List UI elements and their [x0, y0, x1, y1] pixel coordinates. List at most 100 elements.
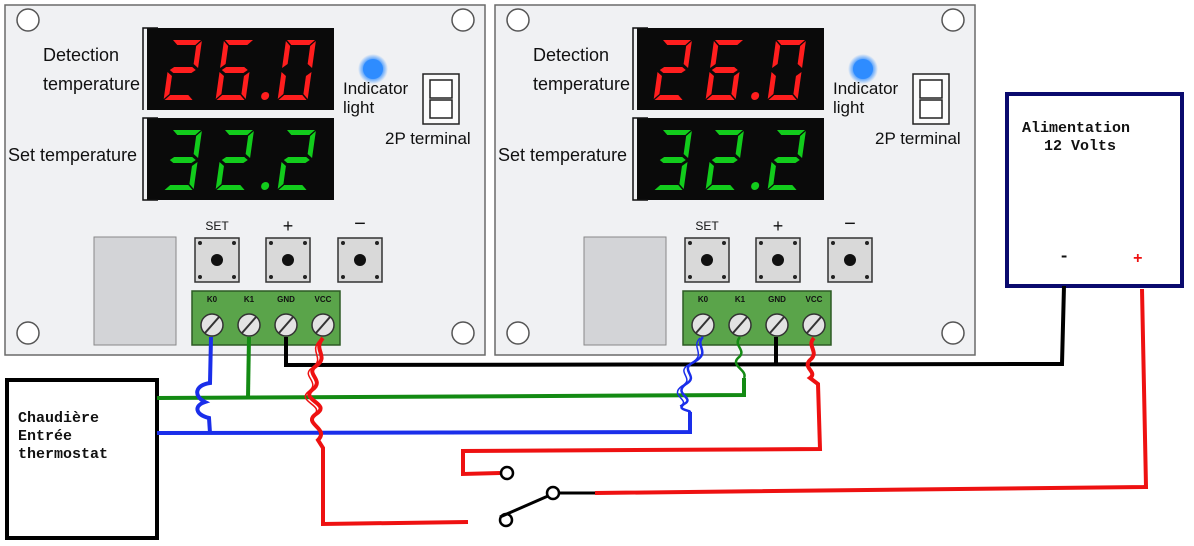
digit-segment-a: [777, 40, 805, 45]
detection-label-line-2: temperature: [43, 74, 140, 94]
label-bracket: [142, 27, 158, 110]
digit-segment-d: [654, 185, 683, 190]
digit-segment-g: [221, 157, 248, 163]
digit-segment-c: [189, 162, 198, 189]
digit-segment-b: [735, 131, 744, 158]
power-supply-box: Alimentation 12 Volts - +: [1005, 92, 1184, 288]
plus-button-label: +: [773, 216, 784, 236]
power-supply-title-line-2: 12 Volts: [1044, 138, 1116, 155]
2p-terminal: [912, 73, 950, 125]
screw-gnd[interactable]: [274, 313, 298, 337]
digit-segment-d: [216, 185, 245, 190]
digit-segment-d: [706, 95, 735, 100]
indicator-label-line-1: Indicator: [833, 79, 899, 98]
digit-segment-a: [173, 130, 201, 135]
screw-gnd[interactable]: [765, 313, 789, 337]
digit-segment-c: [793, 72, 802, 99]
screw-k1[interactable]: [237, 313, 261, 337]
digit-segment-d: [216, 95, 245, 100]
set-button-label: SET: [695, 219, 719, 233]
pin-label-k0: K0: [698, 295, 709, 304]
digit-segment-g: [283, 157, 310, 163]
screw-k0[interactable]: [691, 313, 715, 337]
digit-segment-a: [225, 130, 253, 135]
psu-plus-terminal-label: +: [1133, 250, 1143, 268]
power-supply-title-line-1: Alimentation: [1022, 120, 1130, 137]
digit-segment-e: [277, 162, 286, 189]
digit-segment-a: [715, 130, 743, 135]
digit-segment-e: [215, 72, 224, 99]
digit-segment-b: [683, 41, 692, 68]
pin-label-gnd: GND: [768, 295, 786, 304]
wire-k1-green: [156, 378, 746, 400]
mounting-hole: [16, 8, 40, 32]
seven-segment-digit: [163, 40, 202, 100]
wire-vcc-red-module-2: [461, 336, 823, 477]
seven-segment-digit: [705, 130, 744, 190]
screw-vcc[interactable]: [311, 313, 335, 337]
detection-label-line-1: Detection: [533, 45, 609, 65]
wire-k0-blue: [156, 412, 692, 435]
2p-terminal: [422, 73, 460, 125]
pin-label-vcc: VCC: [315, 295, 332, 304]
minus-button-label: −: [354, 213, 366, 235]
screw-k1[interactable]: [728, 313, 752, 337]
digit-segment-g: [659, 67, 686, 73]
digit-segment-e: [767, 162, 776, 189]
minus-button[interactable]: −: [337, 213, 383, 283]
mounting-hole: [16, 321, 40, 345]
seven-segment-digit: [215, 40, 253, 100]
screw-vcc[interactable]: [802, 313, 826, 337]
screw-terminal-block: K0 K1 GND VCC: [682, 290, 832, 346]
set-button[interactable]: SET: [684, 219, 730, 283]
seven-segment-digit: [767, 40, 806, 100]
digit-segment-d: [164, 185, 193, 190]
digit-segment-c: [241, 72, 250, 99]
pin-label-k1: K1: [735, 295, 746, 304]
set-temperature-label: Set temperature: [8, 145, 137, 165]
relay: [93, 236, 177, 346]
2p-terminal-label: 2P terminal: [875, 129, 961, 148]
digit-segment-b: [193, 41, 202, 68]
seven-segment-digit: [705, 40, 743, 100]
mounting-hole: [941, 8, 965, 32]
indicator-light: [853, 59, 873, 79]
digit-segment-c: [303, 72, 312, 99]
screw-k0[interactable]: [200, 313, 224, 337]
digit-segment-d: [768, 185, 797, 190]
digit-segment-e: [705, 162, 714, 189]
seven-segment-digit: [215, 130, 254, 190]
set-button[interactable]: SET: [194, 219, 240, 283]
digit-segment-g: [169, 157, 196, 163]
seven-segment-digit: [654, 130, 692, 190]
plus-button[interactable]: +: [755, 216, 801, 283]
boiler-box: Chaudière Entrée thermostat: [5, 378, 159, 540]
minus-button[interactable]: −: [827, 213, 873, 283]
digit-segment-g: [221, 67, 248, 73]
pin-label-k1: K1: [244, 295, 255, 304]
plus-button-label: +: [283, 216, 294, 236]
wire-gnd-black: [284, 285, 1066, 368]
digit-segment-c: [679, 162, 688, 189]
boiler-label-line-1: Chaudière: [18, 410, 99, 427]
plus-button[interactable]: +: [265, 216, 311, 283]
digit-segment-e: [767, 72, 776, 99]
label-bracket: [632, 27, 648, 110]
digit-segment-g: [659, 157, 686, 163]
digit-segment-b: [797, 41, 806, 68]
switch-contact-top: [499, 465, 515, 481]
selector-switch[interactable]: [498, 465, 595, 528]
digit-segment-a: [287, 40, 315, 45]
wire-k0-blue-squiggle: [680, 336, 705, 414]
indicator-label-line-2: light: [343, 98, 374, 117]
switch-common-contact: [545, 485, 561, 501]
relay: [583, 236, 667, 346]
pin-label-k0: K0: [207, 295, 218, 304]
detection-label-line-2: temperature: [533, 74, 630, 94]
digit-segment-g: [711, 67, 738, 73]
digit-segment-b: [683, 131, 692, 158]
digit-segment-a: [715, 40, 743, 45]
digit-segment-f: [282, 41, 291, 68]
seven-segment-digit: [164, 130, 202, 190]
